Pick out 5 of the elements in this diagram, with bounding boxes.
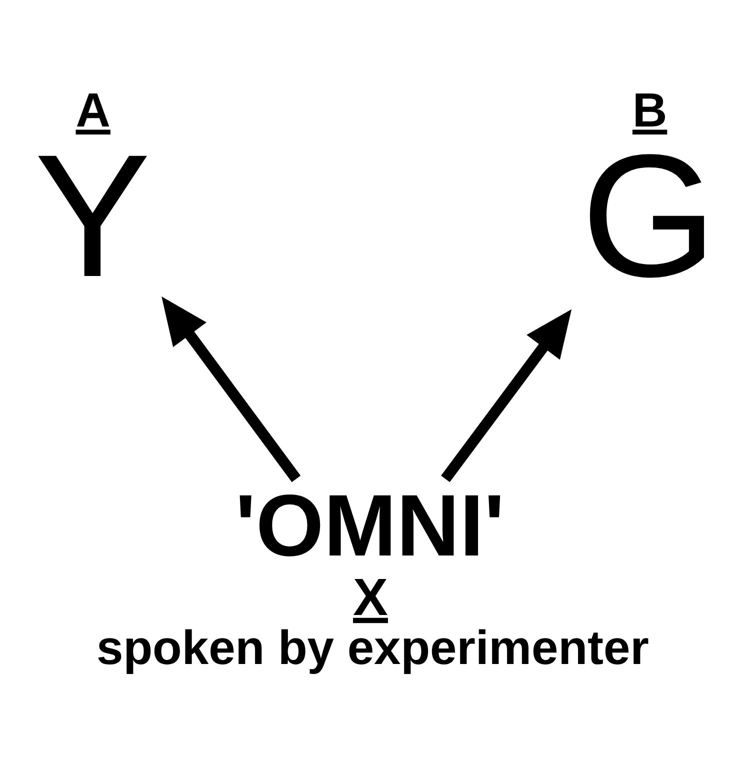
- node-text: B G: [581, 84, 718, 314]
- node-text: A Y: [34, 84, 151, 314]
- node-text: 'OMNI' X spoken by experimenter: [96, 476, 649, 675]
- arrow: [441, 309, 572, 482]
- arrow: [162, 296, 301, 482]
